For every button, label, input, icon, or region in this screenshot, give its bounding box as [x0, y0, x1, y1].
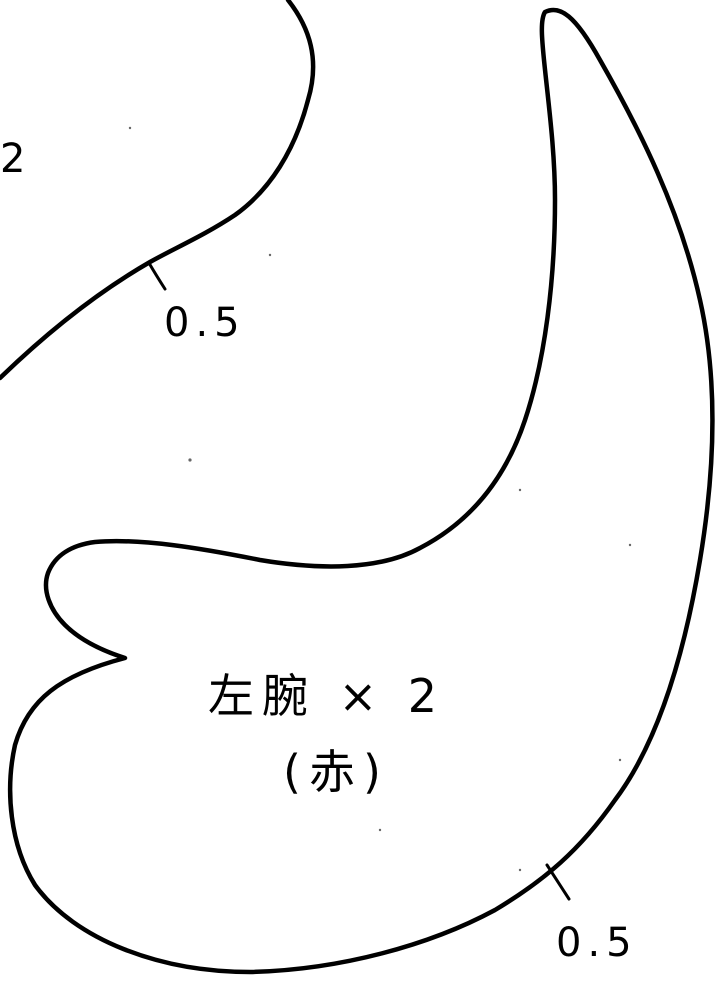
left-arm-piece-outline [7, 7, 715, 975]
speck [128, 126, 132, 130]
arm-piece-color-label: (赤) [283, 745, 389, 799]
arm-seam-allowance-label: 0.5 [556, 920, 638, 966]
arm-piece-label: 左腕 × 2 [208, 669, 445, 723]
partial-label-left: 2 [0, 136, 31, 182]
speck [628, 543, 632, 547]
speck [378, 828, 382, 832]
speck [518, 868, 522, 872]
speck [188, 458, 192, 462]
upper-seam-tick [147, 261, 167, 291]
speck [268, 253, 272, 257]
arm-seam-tick [545, 863, 571, 901]
speck [618, 758, 622, 762]
upper-seam-allowance-label: 0.5 [164, 300, 246, 346]
upper-piece-outline [0, 0, 316, 381]
speck [518, 488, 522, 492]
